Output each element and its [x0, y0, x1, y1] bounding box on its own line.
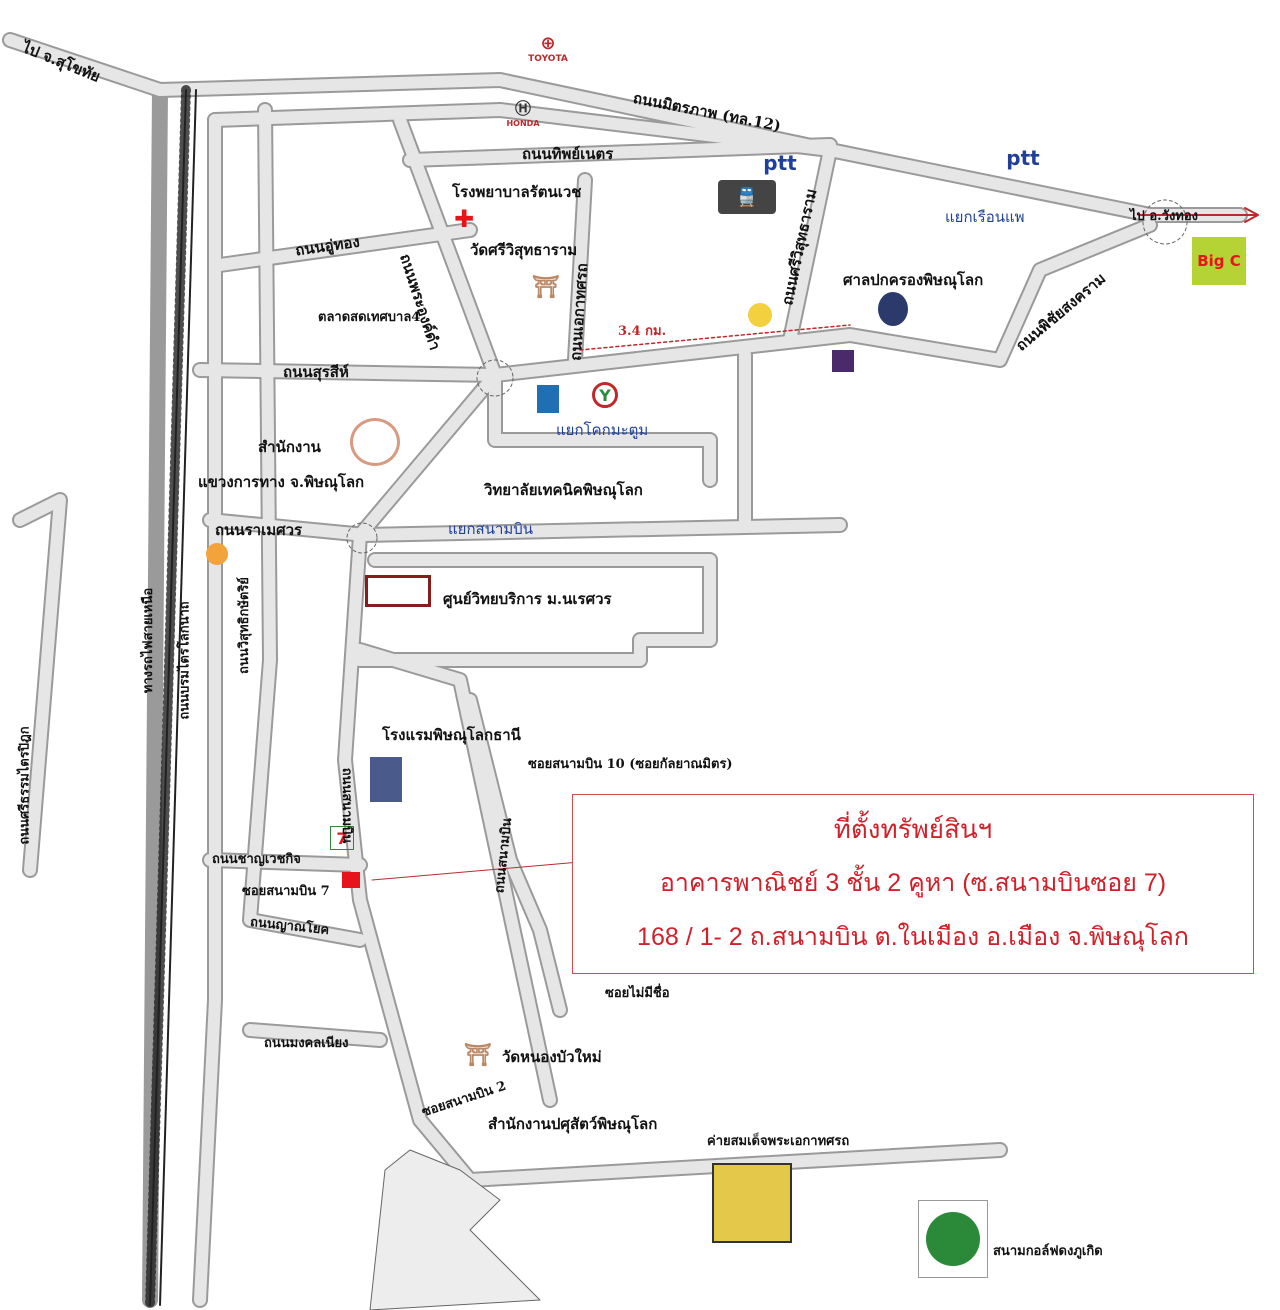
label-office-line2: แขวงการทาง จ.พิษณุโลก	[198, 473, 365, 491]
court-icon	[878, 292, 908, 326]
label-borom-road: ถนนบรมไตรโลกนาถ	[177, 601, 193, 720]
label-ruanpae-junction: แยกเรือนแพ	[945, 208, 1025, 226]
shell-icon	[206, 543, 228, 565]
label-sanambin-junction: แยกสนามบิน	[448, 520, 534, 538]
label-office-line1: สำนักงาน	[258, 438, 321, 456]
label-no-name-soi: ซอยไม่มีชื่อ	[605, 986, 670, 1001]
seven-eleven-logo: 7	[330, 826, 354, 850]
property-description: อาคารพาณิชย์ 3 ชั้น 2 คูหา (ซ.สนามบินซอย…	[659, 869, 1167, 897]
label-livestock-office: สำนักงานปศุสัตว์พิษณุโลก	[488, 1115, 658, 1133]
label-hotel: โรงแรมพิษณุโลกธานี	[382, 726, 521, 744]
property-address: 168 / 1- 2 ถ.สนามบิน ต.ในเมือง อ.เมือง จ…	[637, 923, 1189, 951]
property-marker	[342, 872, 360, 888]
label-soi-10: ซอยสนามบิน 10 (ซอยกัลยาณมิตร)	[528, 757, 733, 772]
ptt-logo: ptt	[1006, 146, 1040, 170]
label-tech-college: วิทยาลัยเทคนิคพิษณุโลก	[484, 481, 643, 499]
label-admin-court: ศาลปกครองพิษณุโลก	[843, 271, 984, 289]
label-wat-nongbua: วัดหนองบัวใหม่	[502, 1048, 602, 1066]
honda-text: HONDA	[506, 118, 540, 128]
label-golf-course: สนามกอล์ฟดงภูเกิด	[993, 1244, 1103, 1259]
label-sritham-road: ถนนศรีธรรมไตรปิฎก	[17, 726, 33, 845]
label-khokmatum-junction: แยกโคกมะตูม	[556, 421, 649, 439]
label-chanwet-road: ถนนชาญเวชกิจ	[212, 852, 301, 867]
office-seal-icon	[350, 418, 400, 466]
camp-image	[712, 1163, 792, 1243]
ptt-logo: ptt	[763, 151, 797, 175]
label-south-road: ถนนมงคลเนียง	[264, 1036, 349, 1051]
label-sanambin-road: ถนนสนามบิน	[339, 767, 355, 844]
hospital-icon: ✚	[453, 205, 475, 233]
label-soi-7: ซอยสนามบิน 7	[242, 884, 330, 899]
label-wat-sriwisut: วัดศรีวิสุทธาราม	[470, 241, 578, 259]
property-info-box: ที่ตั้งทรัพย์สินฯ อาคารพาณิชย์ 3 ชั้น 2 …	[572, 794, 1254, 974]
temple-icon: ⛩	[532, 274, 560, 300]
label-railway: ทางรถไฟสายเหนือ	[141, 587, 157, 694]
building-icon	[365, 575, 431, 607]
label-ratanavej-hospital: โรงพยาบาลรัตนเวช	[452, 183, 582, 201]
label-army-camp: ค่ายสมเด็จพระเอกาทศรถ	[707, 1134, 850, 1149]
bank-icon	[537, 385, 559, 413]
label-nu-center: ศูนย์วิทยบริการ ม.นเรศวร	[443, 590, 612, 608]
label-thipnet-road: ถนนทิพย์เนตร	[522, 145, 614, 163]
label-ramesuan-road: ถนนราเมศวร	[215, 521, 303, 539]
temple-icon: ⛩	[464, 1042, 492, 1068]
label-to-wangthong: ไป อ.วังทอง	[1130, 209, 1199, 224]
train-icon: 🚆	[718, 180, 776, 214]
scb-icon	[832, 350, 854, 372]
label-wisutkasat-road: ถนนวิสุทธิกษัตริย์	[236, 577, 252, 674]
hotel-icon	[370, 757, 402, 802]
golf-icon	[918, 1200, 988, 1278]
bigc-text: Big C	[1197, 252, 1241, 270]
label-surasi-road: ถนนสุรสีห์	[283, 363, 349, 381]
kbank-icon: Y	[592, 382, 618, 408]
label-distance: 3.4 กม.	[618, 324, 667, 339]
label-market: ตลาดสดเทศบาล4	[318, 310, 421, 325]
bank-icon	[748, 303, 772, 327]
toyota-logo: ⊕TOYOTA	[528, 32, 568, 64]
toyota-text: TOYOTA	[528, 53, 568, 64]
property-heading: ที่ตั้งทรัพย์สินฯ	[833, 814, 993, 844]
bigc-logo: Big C	[1192, 237, 1246, 285]
